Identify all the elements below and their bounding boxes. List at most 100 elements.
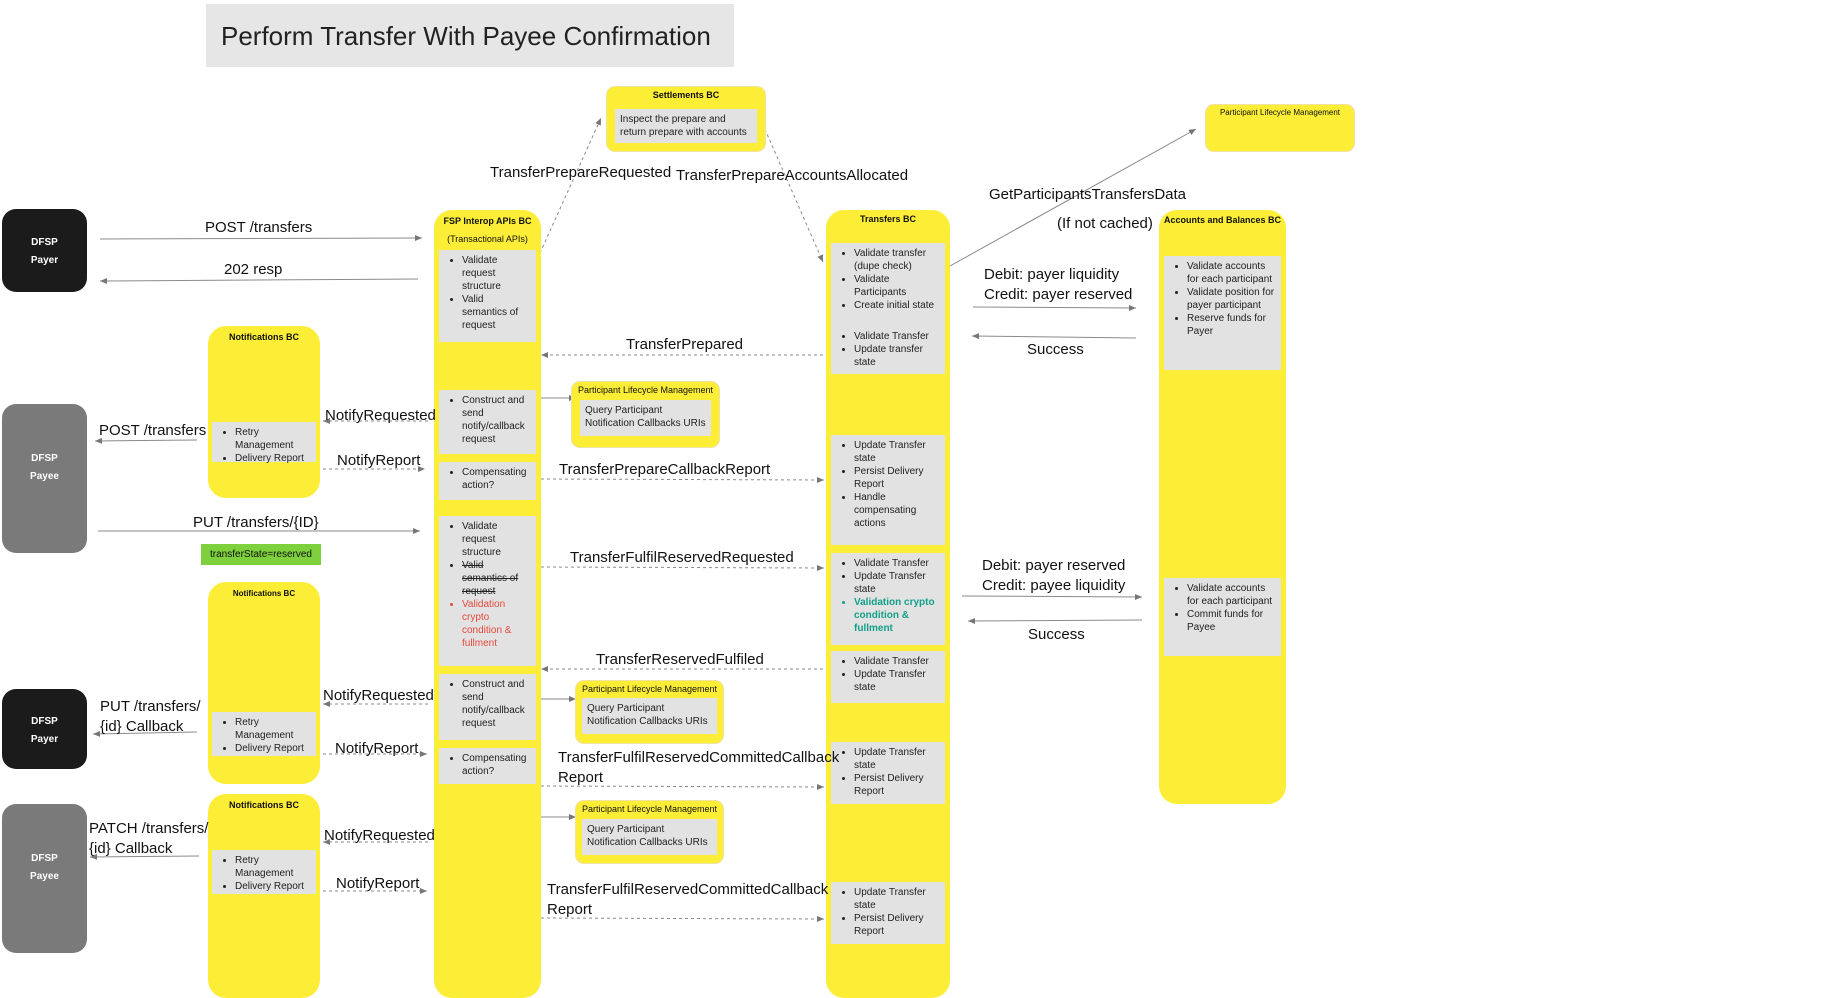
dfsp-payee-actor: DFSP Payee: [2, 404, 87, 553]
label-line: Report: [547, 901, 593, 918]
fsp-interop-subtitle: (Transactional APIs): [447, 234, 528, 244]
transfers-item: Persist Delivery Report: [854, 465, 940, 491]
fsp-box-compensating: Compensating action?: [439, 462, 536, 500]
arrow-committed-callback-1: [540, 783, 825, 790]
transfers-item: Update Transfer state: [854, 746, 940, 772]
settlements-text: Inspect the prepare and return prepare w…: [620, 114, 747, 138]
transfers-box: Validate Transfer Update Transfer state: [831, 651, 945, 703]
notifications-bc-1: Notifications BC Retry Management Delive…: [208, 326, 320, 498]
label-line: {id} Callback: [89, 840, 173, 857]
transfers-box: Validate Transfer Update transfer state: [831, 326, 945, 374]
transfers-item: Validate Transfer: [854, 330, 940, 343]
plm-box: Query Participant Notification Callbacks…: [582, 698, 717, 734]
plm-text: Query Participant Notification Callbacks…: [587, 824, 708, 848]
arrow-get-participants: [949, 128, 1197, 267]
label-notify-report-2: NotifyReport: [335, 740, 419, 757]
label-post-transfers-payee: POST /transfers: [99, 422, 207, 439]
label-prepare-callback-report: TransferPrepareCallbackReport: [559, 461, 771, 478]
label-get-participants: GetParticipantsTransfersData: [989, 186, 1187, 203]
transfer-state-badge: transferState=reserved: [201, 544, 321, 565]
arrow-put-callback: [92, 730, 198, 737]
plm-text: Query Participant Notification Callbacks…: [587, 703, 708, 727]
plm-box: Query Participant Notification Callbacks…: [582, 819, 717, 855]
actor-name: Payee: [30, 471, 59, 483]
diagram-title: Perform Transfer With Payee Confirmation: [221, 21, 711, 51]
transfers-item: Validate Transfer: [854, 557, 940, 570]
label-transfer-prepared: TransferPrepared: [626, 336, 743, 353]
label-fulfil-reserved-requested: TransferFulfilReservedRequested: [570, 549, 794, 566]
label-line: TransferFulfilReservedCommittedCallback: [558, 749, 840, 766]
transfers-bc: Transfers BC Validate transfer (dupe che…: [826, 210, 950, 998]
fsp-box-validate: Validate request structure Valid semanti…: [439, 250, 536, 342]
plm-sub-1: Participant Lifecycle Management Query P…: [571, 381, 720, 448]
accounts-item: Validate accounts for each participant: [1187, 582, 1276, 608]
label-notify-requested-2: NotifyRequested: [323, 687, 434, 704]
actor-role: DFSP: [31, 453, 58, 465]
transfers-item: Update transfer state: [854, 343, 940, 369]
label-credit-payer-reserved: Credit: payer reserved: [984, 286, 1133, 303]
transfers-box: Update Transfer state Persist Delivery R…: [831, 882, 945, 944]
arrow-success-2: [967, 617, 1143, 624]
label-credit-payee-liquidity: Credit: payee liquidity: [982, 577, 1126, 594]
actor-name: Payee: [30, 871, 59, 883]
label-success-1: Success: [1027, 341, 1084, 358]
transfers-box: Validate transfer (dupe check) Validate …: [831, 243, 945, 327]
accounts-box: Validate accounts for each participant C…: [1164, 578, 1281, 656]
fsp-interop-apis-bc: FSP Interop APIs BC (Transactional APIs)…: [434, 210, 541, 998]
participant-lifecycle-bc: Participant Lifecycle Management: [1205, 104, 1355, 152]
notifications-item: Delivery Report: [235, 880, 311, 893]
arrow-committed-callback-2: [540, 915, 825, 922]
fsp-item: Validation crypto condition & fullment: [462, 598, 531, 650]
fsp-item: Valid semantics of request: [462, 293, 531, 332]
label-reserved-fulfiled: TransferReservedFulfiled: [596, 651, 764, 668]
transfers-item: Update Transfer state: [854, 668, 940, 694]
label-transfer-prepare-requested: TransferPrepareRequested: [490, 164, 672, 181]
label-line: TransferFulfilReservedCommittedCallback: [547, 881, 829, 898]
arrow-patch-callback: [89, 853, 200, 860]
accounts-balances-bc: Accounts and Balances BC Validate accoun…: [1159, 210, 1286, 804]
plm-title: Participant Lifecycle Management: [577, 385, 714, 395]
label-notify-requested-1: NotifyRequested: [325, 407, 436, 424]
dfsp-payer-actor-2: DFSP Payer: [2, 689, 87, 769]
arrow-fulfil-reserved-requested: [540, 564, 825, 571]
label-success-2: Success: [1028, 626, 1085, 643]
plm-text: Query Participant Notification Callbacks…: [585, 405, 706, 429]
fsp-box-validate-2: Validate request structure Valid semanti…: [439, 516, 536, 666]
transfers-item: Persist Delivery Report: [854, 912, 940, 938]
notifications-title: Notifications BC: [232, 589, 296, 598]
plm-sub-2: Participant Lifecycle Management Query P…: [575, 680, 724, 744]
label-post-transfers: POST /transfers: [205, 219, 313, 236]
actor-name: Payer: [30, 733, 59, 745]
actor-role: DFSP: [31, 237, 58, 249]
notifications-title: Notifications BC: [228, 800, 299, 810]
arrow-success-1: [971, 333, 1137, 340]
label-if-not-cached: (If not cached): [1057, 215, 1153, 232]
transfers-item: Validate Transfer: [854, 655, 940, 668]
transfers-item: Update Transfer state: [854, 570, 940, 596]
label-debit-payer-reserved: Debit: payer reserved: [982, 557, 1126, 574]
arrow-202-resp: [99, 277, 419, 284]
dfsp-payee-actor-2: DFSP Payee: [2, 804, 87, 953]
fsp-item: Construct and send notify/callback reque…: [462, 678, 531, 730]
settlements-title: Settlements BC: [652, 90, 720, 100]
transfers-item: Update Transfer state: [854, 886, 940, 912]
label-line: Report: [558, 769, 604, 786]
notifications-title: Notifications BC: [228, 332, 299, 342]
notifications-bc-3: Notifications BC Retry Management Delive…: [208, 794, 320, 998]
fsp-item: Valid semantics of request: [462, 559, 531, 598]
notifications-box: Retry Management Delivery Report: [212, 850, 316, 894]
label-patch-callback: PATCH /transfers/ {id} Callback: [89, 819, 208, 859]
fsp-item: Construct and send notify/callback reque…: [462, 394, 531, 446]
notifications-box: Retry Management Delivery Report: [212, 712, 316, 756]
arrow-prepare-callback-report: [540, 476, 825, 483]
transfers-item: Handle compensating actions: [854, 491, 940, 530]
arrow-transfer-prepare-accounts-allocated: [759, 117, 824, 263]
fsp-item: Compensating action?: [462, 466, 531, 492]
notifications-bc-2: Notifications BC Retry Management Delive…: [208, 582, 320, 784]
fsp-box-compensating-2: Compensating action?: [439, 748, 536, 784]
transfers-item: Validate transfer (dupe check): [854, 247, 940, 273]
fsp-item: Compensating action?: [462, 752, 531, 778]
label-line: PATCH /transfers/: [89, 820, 209, 837]
accounts-item: Commit funds for Payee: [1187, 608, 1276, 634]
